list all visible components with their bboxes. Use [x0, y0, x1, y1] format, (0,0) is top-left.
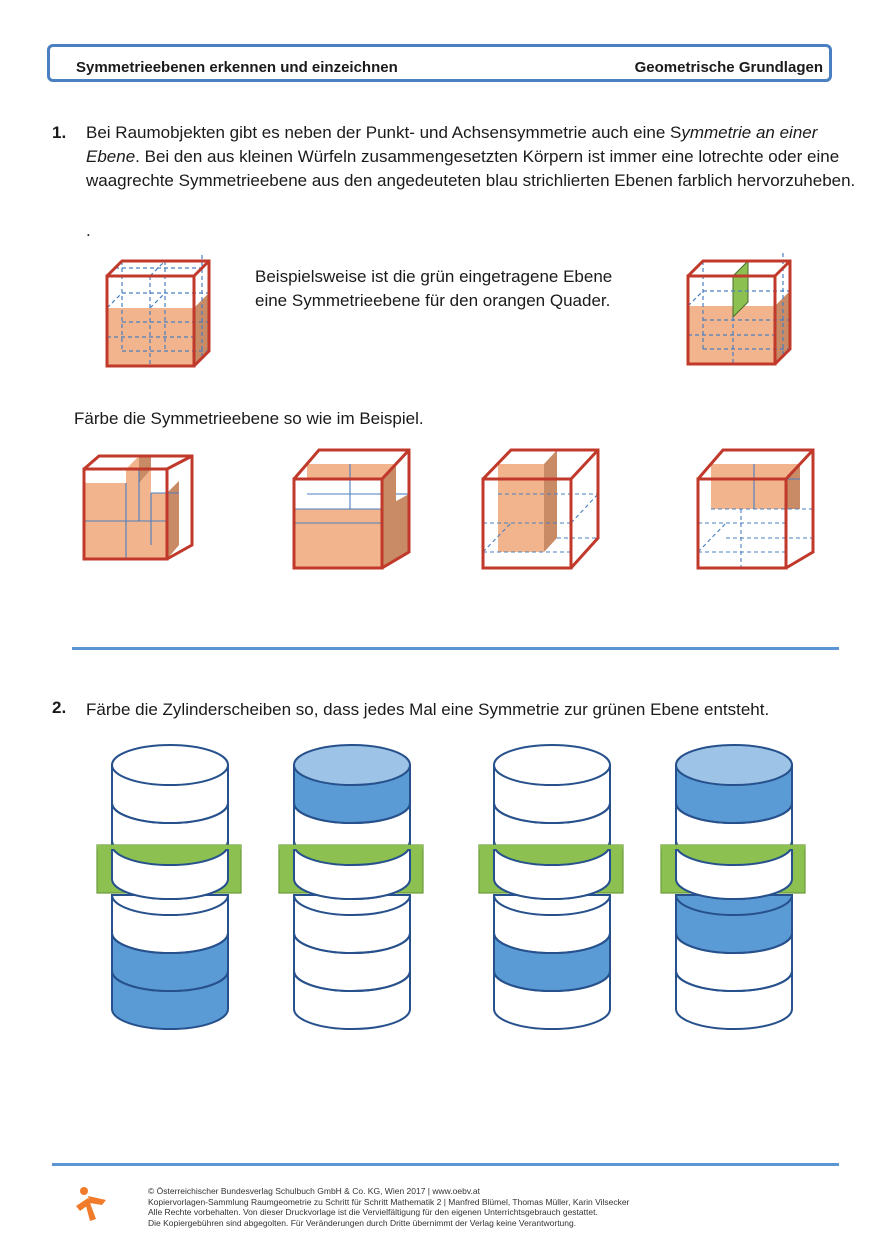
disc-edge — [493, 802, 611, 824]
disc-edge — [675, 802, 793, 824]
disc-edge — [675, 970, 793, 992]
task1-instruction: Färbe die Symmetrieebene so wie im Beisp… — [74, 409, 424, 428]
green-plane-edge — [661, 845, 805, 849]
footer-line1: © Österreichischer Bundesverlag Schulbuc… — [148, 1186, 480, 1196]
cylinder-top — [493, 744, 611, 786]
cylinder-stack-4 — [660, 744, 806, 1030]
task1-text-part2: . Bei den aus kleinen Würfeln zusammenge… — [86, 147, 856, 190]
example-cube-left — [105, 255, 211, 368]
disc-edge — [675, 932, 793, 954]
page-title: Symmetrieebenen erkennen und einzeichnen — [76, 59, 398, 76]
disc-edge — [493, 932, 611, 954]
example-cube-right — [686, 253, 792, 366]
disc-edge — [293, 970, 411, 992]
example-text-line2: eine Symmetrieebene für den orangen Quad… — [255, 291, 611, 310]
task1-text-part1: Bei Raumobjekten gibt es neben der Punkt… — [86, 123, 682, 142]
cylinder-middle-disc[interactable] — [493, 844, 611, 900]
cylinder-disc-lower-1[interactable] — [293, 894, 411, 954]
exercise-cube-b — [292, 448, 411, 570]
task1-text: Bei Raumobjekten gibt es neben der Punkt… — [86, 121, 866, 193]
example-text-line1: Beispielsweise ist die grün eingetragene… — [255, 267, 613, 286]
cylinder-stack-3 — [478, 744, 624, 1030]
exercise-cube-c — [481, 448, 600, 570]
disc-edge — [111, 932, 229, 954]
green-plane-edge — [97, 845, 241, 849]
oebv-logo-icon — [76, 1187, 106, 1221]
cylinder-disc-lower-1[interactable] — [493, 894, 611, 954]
disc-edge — [111, 802, 229, 824]
task1-text-italic: ymmetrie an einer Ebene — [86, 123, 818, 166]
cylinder-top — [111, 744, 229, 786]
page-topic: Geometrische Grundlagen — [634, 59, 823, 76]
green-plane-edge — [479, 845, 623, 849]
page-header: Symmetrieebenen erkennen und einzeichnen… — [47, 44, 832, 82]
cylinder-middle-disc[interactable] — [675, 844, 793, 900]
green-plane-edge — [279, 845, 423, 849]
cylinder-disc-lower-1[interactable] — [111, 894, 229, 954]
disc-edge — [293, 932, 411, 954]
cylinder-middle-disc[interactable] — [293, 844, 411, 900]
cylinder-top — [293, 744, 411, 786]
disc-edge — [293, 802, 411, 824]
cylinder-disc-lower-1[interactable] — [675, 894, 793, 954]
footer-line2: Kopiervorlagen-Sammlung Raumgeometrie zu… — [148, 1196, 630, 1207]
footer-line3: Alle Rechte vorbehalten. Von dieser Druc… — [148, 1207, 598, 1217]
section-divider — [72, 647, 839, 650]
task2-text: Färbe die Zylinderscheiben so, dass jede… — [86, 700, 770, 719]
cylinder-stack-1 — [96, 744, 242, 1030]
cylinder-top — [675, 744, 793, 786]
footer-line4: Die Kopiergebühren sind abgegolten. Für … — [148, 1217, 577, 1228]
cylinder-middle-disc[interactable] — [111, 844, 229, 900]
disc-edge — [111, 894, 229, 916]
exercise-cube-d — [696, 448, 815, 570]
disc-edge — [293, 894, 411, 916]
task1-dot: . — [86, 221, 91, 240]
disc-edge — [675, 894, 793, 916]
task2-number: 2. — [52, 698, 67, 717]
cylinder-stack-2 — [278, 744, 424, 1030]
exercise-cube-a — [82, 454, 194, 561]
footer-divider — [52, 1163, 839, 1166]
disc-edge — [493, 970, 611, 992]
disc-edge — [111, 970, 229, 992]
disc-edge — [493, 894, 611, 916]
task1-number: 1. — [52, 123, 67, 142]
footer-text: © Österreichischer Bundesverlag Schulbuc… — [148, 1186, 629, 1228]
